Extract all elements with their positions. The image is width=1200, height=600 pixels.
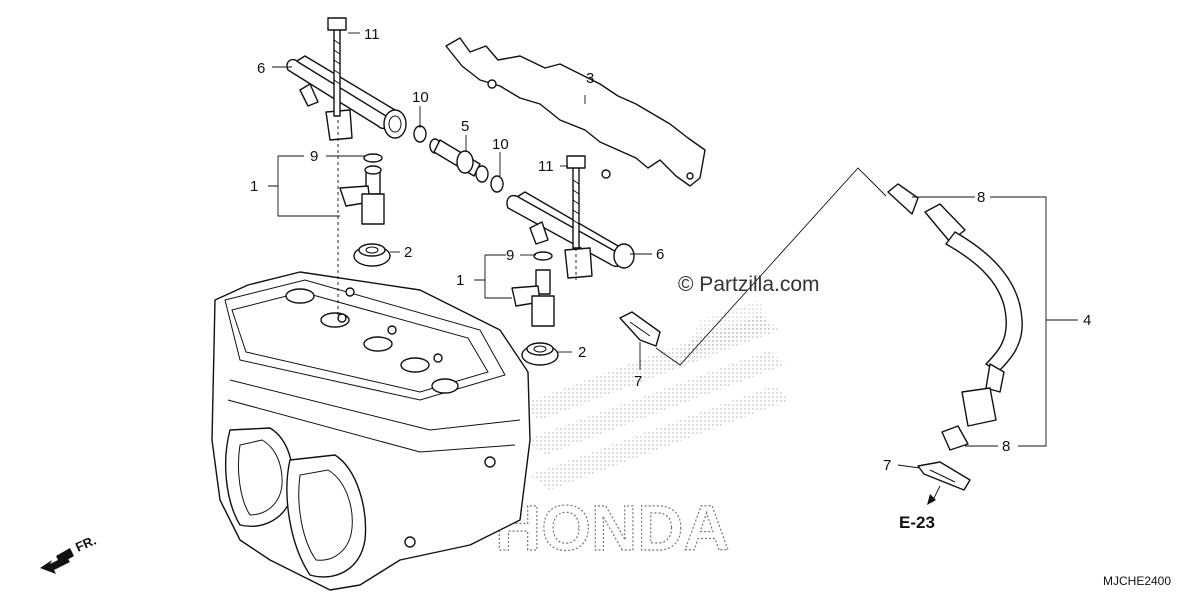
callout-connector-top: 8 xyxy=(977,189,985,206)
callout-bolt-right: 11 xyxy=(538,158,554,175)
injector-right-illustration xyxy=(511,251,555,327)
callout-oring-top: 10 xyxy=(412,89,429,106)
clip-lower-illustration xyxy=(917,461,971,491)
callout-sub-harness: 4 xyxy=(1083,312,1091,329)
callout-oring-mid: 10 xyxy=(492,136,509,153)
callout-fuel-rail-left: 6 xyxy=(257,60,265,77)
callout-connector-bottom: 8 xyxy=(1002,438,1010,455)
callout-bolt-left: 11 xyxy=(364,26,380,43)
callout-joint-pipe: 5 xyxy=(461,118,469,135)
insulator-left-illustration xyxy=(353,243,391,267)
callout-bracket: 3 xyxy=(586,70,594,87)
callout-insulator-right: 2 xyxy=(578,344,586,361)
fuel-rail-left-illustration xyxy=(286,17,407,141)
callout-oring-right: 9 xyxy=(506,247,514,264)
callout-insulator-left: 2 xyxy=(404,244,412,261)
reference-label: E-23 xyxy=(899,513,935,532)
injector-left-illustration xyxy=(339,153,385,225)
reference-arrow xyxy=(927,494,936,505)
callout-oring-left: 9 xyxy=(310,148,318,165)
harness-route-line xyxy=(655,167,887,366)
throttle-body-illustration xyxy=(211,271,531,591)
clip-center-illustration xyxy=(619,311,661,347)
fuel-rail-right-illustration xyxy=(506,155,635,279)
callout-clip-center: 7 xyxy=(634,373,642,390)
honda-text-watermark: HONDA xyxy=(495,492,730,564)
front-arrow-label: FR. xyxy=(73,533,98,555)
leader-lines xyxy=(268,32,1078,503)
callout-injector-left: 1 xyxy=(250,178,258,195)
partzilla-watermark: © Partzilla.com xyxy=(678,273,820,296)
front-arrow-icon xyxy=(40,548,74,574)
honda-wing-watermark xyxy=(520,300,790,490)
callout-fuel-rail-right: 6 xyxy=(656,246,664,263)
sub-harness-illustration xyxy=(887,183,1023,451)
joint-pipe-illustration xyxy=(413,125,504,193)
diagram-code: MJCHE2400 xyxy=(1103,574,1171,588)
callout-injector-right: 1 xyxy=(456,272,464,289)
insulator-right-illustration xyxy=(521,342,559,366)
bracket-illustration xyxy=(445,37,706,187)
callout-clip-lower: 7 xyxy=(883,457,891,474)
